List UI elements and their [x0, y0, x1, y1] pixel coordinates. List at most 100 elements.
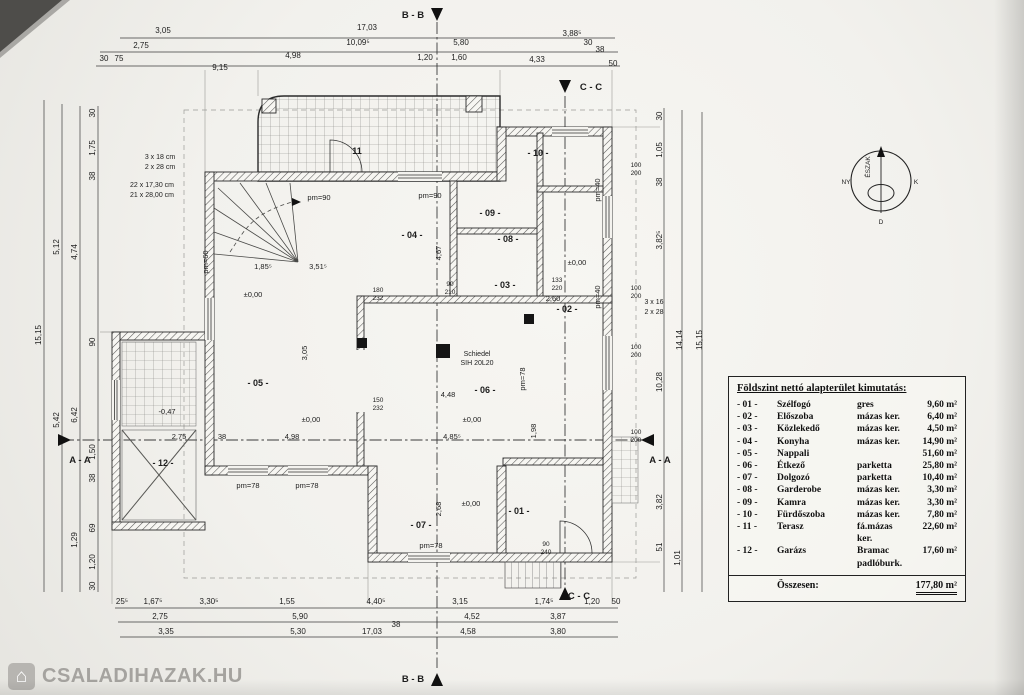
- section-label-bb-top: B - B: [402, 10, 424, 21]
- dim-label: SIH 20L20: [460, 360, 493, 367]
- dim-label: 38: [218, 432, 226, 441]
- scan-corner-fold: [0, 0, 62, 52]
- dim-label: 1,20: [88, 554, 97, 570]
- dim-label: 100: [631, 162, 642, 169]
- dim-label: 5,90: [292, 612, 308, 621]
- section-arrow-cc-top: [559, 80, 571, 93]
- north-compass: NY K D ÉSZAK: [841, 146, 919, 226]
- dim-label: ±0,00: [568, 258, 587, 267]
- dim-label: 4,58: [460, 627, 476, 636]
- area-legend-table: Földszint nettó alapterület kimutatás: -…: [728, 376, 966, 602]
- dim-label: 30: [100, 54, 109, 63]
- dim-label: - 06 -: [474, 385, 495, 395]
- dim-label: 50: [609, 59, 618, 68]
- dim-label: 50: [612, 597, 621, 606]
- dim-label: pm=78: [295, 481, 318, 490]
- dim-label: 4,52: [464, 612, 480, 621]
- section-arrow-aa-right: [641, 434, 654, 446]
- dim-label: 90: [446, 281, 454, 288]
- dim-label: -0,47: [158, 407, 175, 416]
- dim-label: 2 x 28: [644, 309, 663, 316]
- dim-label: 1,85⁵: [254, 262, 272, 271]
- dim-label: ±0,00: [302, 415, 321, 424]
- terrace-column: [261, 98, 277, 114]
- dim-label: 3,80: [550, 627, 566, 636]
- dim-label: 1,75: [88, 140, 97, 156]
- dim-label: 2,68: [434, 502, 443, 517]
- compass-south-label: D: [879, 219, 884, 226]
- dim-label: 1,67⁵: [144, 597, 163, 606]
- site-watermark: ⌂ CSALADIHAZAK.HU: [8, 663, 243, 690]
- compass-north-label: ÉSZAK: [863, 156, 872, 178]
- section-label-cc-top: C - C: [580, 82, 602, 93]
- dim-label: 90: [88, 337, 97, 346]
- dim-label: 5,30: [290, 627, 306, 636]
- dim-label: 25⁵: [116, 597, 128, 606]
- dim-label: 17,03: [357, 23, 378, 32]
- dim-label: 3,87: [550, 612, 566, 621]
- dim-label: 2,75: [172, 432, 187, 441]
- dim-label: 100: [631, 344, 642, 351]
- dim-label: 200: [631, 352, 642, 359]
- dim-label: 38: [88, 171, 97, 180]
- dim-label: 133: [552, 277, 563, 284]
- dim-label: 30: [88, 108, 97, 117]
- dim-label: 3,05: [300, 346, 309, 361]
- dim-label: 200: [631, 170, 642, 177]
- legend-total-label: Összesen:: [777, 579, 819, 591]
- dim-label: 51: [655, 542, 664, 551]
- legend-total-row: Összesen: 177,80 m²: [729, 574, 965, 601]
- dim-label: ±0,00: [463, 415, 482, 424]
- dim-label: - 04 -: [401, 230, 422, 240]
- dim-label: - 12 -: [152, 458, 173, 468]
- dim-label: 15,15: [34, 324, 43, 345]
- dim-label: 17,03: [362, 627, 383, 636]
- dim-label: 38: [88, 473, 97, 482]
- dim-label: 3 x 16: [644, 299, 663, 306]
- dim-label: 2,60: [546, 294, 561, 303]
- dim-label: 38: [392, 620, 401, 629]
- dim-label: 1,20: [417, 53, 433, 62]
- dim-label: 4,85⁵: [443, 432, 461, 441]
- dim-label: 1,98: [529, 424, 538, 439]
- dim-label: 3,88⁵: [563, 29, 582, 38]
- dim-label: 232: [373, 295, 384, 302]
- dim-label: - 09 -: [479, 208, 500, 218]
- plan-labels: - 01 -- 02 -- 03 -- 04 -- 05 -- 06 -- 07…: [130, 146, 664, 556]
- dim-label: 180: [373, 287, 384, 294]
- dim-label: 200: [631, 437, 642, 444]
- dim-label: 6,42: [70, 407, 79, 423]
- dim-label: pm=78: [419, 541, 442, 550]
- dim-label: 10,09⁵: [346, 38, 369, 47]
- dim-label: 10,28: [655, 371, 664, 392]
- extension-lines: [100, 70, 660, 604]
- dim-label: 5,80: [453, 38, 469, 47]
- dim-label: - 07 -: [410, 520, 431, 530]
- dim-label: 14,14: [675, 329, 684, 350]
- dim-label: 4,33: [529, 55, 545, 64]
- section-arrow-aa-left: [58, 434, 71, 446]
- dim-label: 4,98: [285, 51, 301, 60]
- dim-label: pm=90: [307, 193, 330, 202]
- dim-label: pm=90: [418, 191, 441, 200]
- dim-label: 3,51⁵: [309, 262, 327, 271]
- dim-label: 38: [655, 177, 664, 186]
- dim-label: 30: [88, 581, 97, 590]
- dim-label: 240: [541, 549, 552, 556]
- section-label-bb-bottom: B - B: [402, 674, 424, 685]
- legend-title: Földszint nettó alapterület kimutatás:: [737, 383, 907, 394]
- dim-label: 21 x 28,00 cm: [130, 192, 174, 199]
- dim-label: 15,15: [695, 329, 704, 350]
- dim-label: 11: [352, 146, 362, 156]
